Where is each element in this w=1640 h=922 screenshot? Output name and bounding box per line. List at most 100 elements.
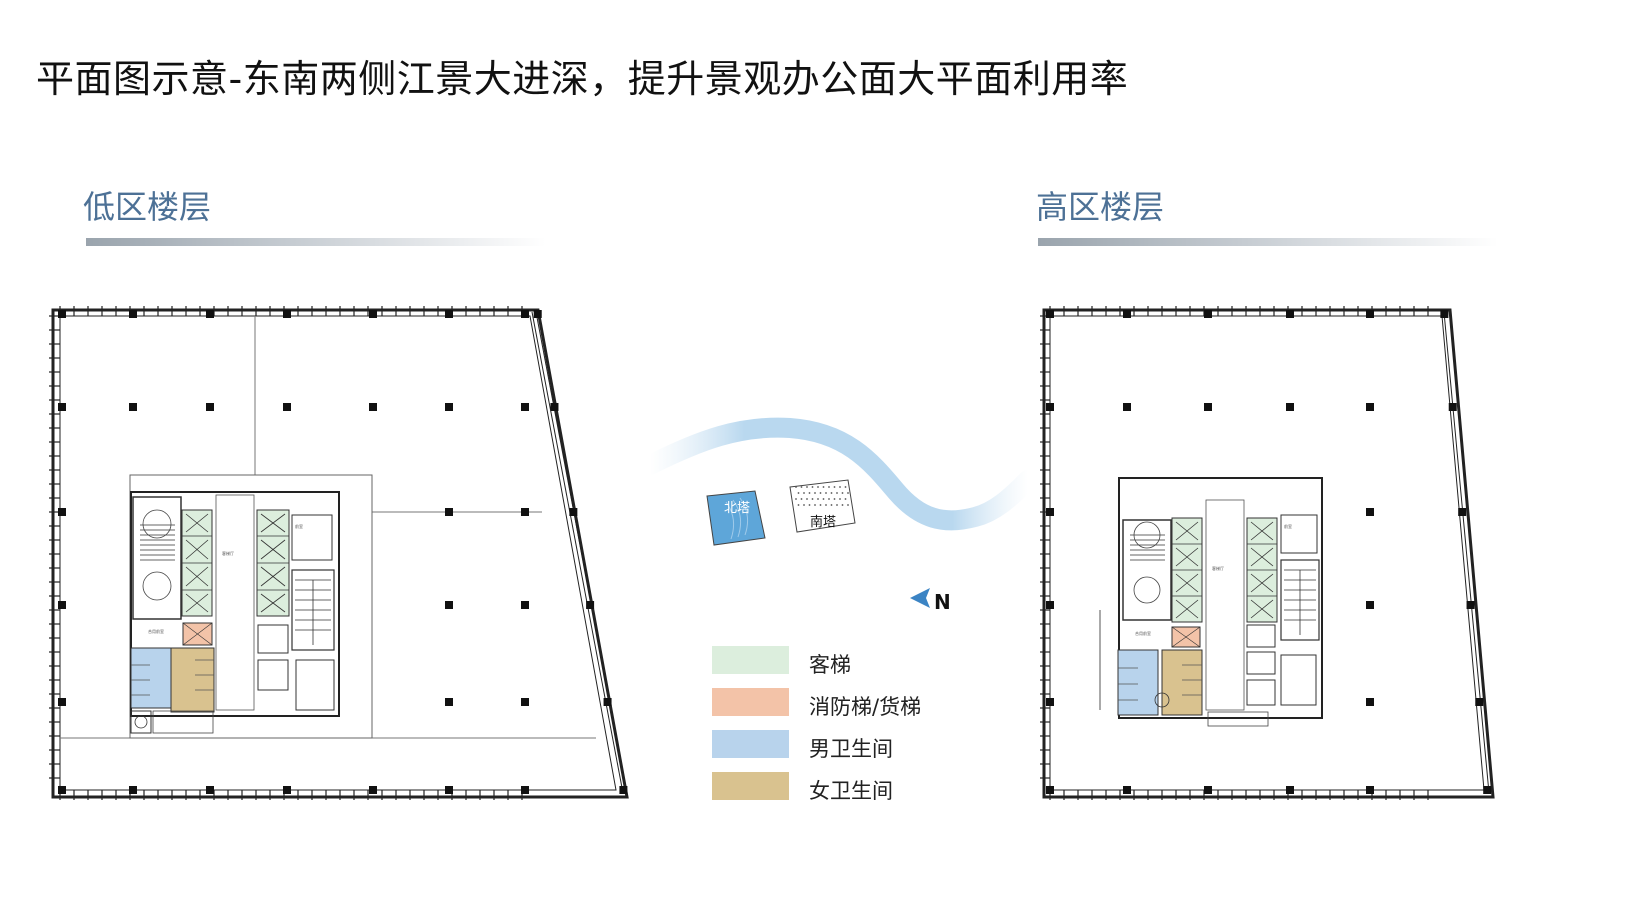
column <box>1366 310 1374 318</box>
legend-label-male-wc: 男卫生间 <box>809 737 893 761</box>
column <box>445 403 453 411</box>
column <box>58 310 66 318</box>
site-map: 北塔 南塔 N <box>640 417 1038 614</box>
high-plan-columns <box>1046 310 1492 794</box>
column <box>1286 403 1294 411</box>
legend-swatch-male-wc <box>712 730 789 758</box>
tower-pattern-dot <box>828 498 830 500</box>
tower-pattern-dot <box>836 492 838 494</box>
tower-pattern-dot <box>808 492 811 494</box>
column <box>58 698 66 706</box>
column <box>283 403 291 411</box>
tower-pattern-dot <box>806 498 808 500</box>
column <box>586 601 595 609</box>
tower-pattern-dot <box>847 504 849 506</box>
legend-label-female-wc: 女卫生间 <box>809 779 893 803</box>
high-core: 客梯厅 前室 合用前室 <box>1099 477 1323 727</box>
high-plan-outline <box>1042 308 1495 799</box>
column <box>1204 310 1212 318</box>
column <box>521 786 529 794</box>
column <box>445 508 453 516</box>
high-lobby-corridor <box>1205 499 1245 711</box>
tower-pattern-dot <box>814 504 816 506</box>
svg-text:客梯厅: 客梯厅 <box>1212 565 1224 571</box>
column <box>445 698 453 706</box>
svg-text:合用前室: 合用前室 <box>148 628 164 634</box>
tower-pattern-dot <box>800 498 803 500</box>
column <box>1204 403 1212 411</box>
column <box>58 601 66 609</box>
tower-pattern-dot <box>803 492 805 494</box>
tower-pattern-dot <box>825 504 827 506</box>
tower-pattern-dot <box>806 486 808 488</box>
column <box>369 310 377 318</box>
column <box>1366 601 1374 609</box>
tower-pattern-dot <box>808 504 811 506</box>
tower-pattern-dot <box>819 492 822 494</box>
tower-pattern-dot <box>841 492 844 494</box>
column <box>1046 310 1054 318</box>
column <box>445 601 453 609</box>
column <box>1366 698 1374 706</box>
river <box>640 417 1038 531</box>
column <box>1046 786 1054 794</box>
column <box>1483 786 1492 794</box>
tower-pattern-dot <box>822 498 825 500</box>
column <box>206 310 214 318</box>
north-arrow-icon <box>910 588 930 608</box>
column <box>1366 508 1374 516</box>
column <box>1458 508 1467 516</box>
column <box>283 786 291 794</box>
low-plan-facade-ticks <box>49 306 523 800</box>
tower-pattern-dot <box>825 492 827 494</box>
page-title: 平面图示意-东南两侧江景大进深，提升景观办公面大平面利用率 <box>36 57 1129 101</box>
tower-pattern-dot <box>844 486 847 488</box>
tower-pattern-dot <box>830 492 833 494</box>
tower-pattern-dot <box>839 486 841 488</box>
column <box>1466 601 1475 609</box>
tower-pattern-dot <box>803 504 805 506</box>
low-female-wc <box>170 647 215 713</box>
legend-swatch-passenger-lift <box>712 646 789 674</box>
north-tower-shape <box>706 490 766 546</box>
tower-pattern-dot <box>800 486 803 488</box>
south-tower-shape <box>789 479 856 533</box>
low-zone-title: 低区楼层 <box>83 188 212 226</box>
column <box>1046 601 1054 609</box>
tower-pattern-dot <box>847 492 849 494</box>
tower-pattern-dot <box>811 486 814 488</box>
high-zone-floor-plan: 客梯厅 前室 合用前室 <box>1040 306 1495 800</box>
column <box>206 786 214 794</box>
column <box>283 310 291 318</box>
column <box>58 786 66 794</box>
column <box>58 508 66 516</box>
column <box>1204 786 1212 794</box>
legend-swatch-fire-lift <box>712 688 789 716</box>
tower-pattern-dot <box>828 486 830 488</box>
column <box>550 403 559 411</box>
column <box>1046 403 1054 411</box>
column <box>521 601 529 609</box>
column <box>369 786 377 794</box>
low-core: 客梯厅 前室 合用前室 <box>129 474 373 739</box>
tower-pattern-dot <box>814 492 816 494</box>
column <box>603 698 612 706</box>
high-female-wc <box>1161 649 1203 716</box>
high-male-wc <box>1117 649 1159 716</box>
svg-text:合用前室: 合用前室 <box>1135 630 1151 636</box>
column <box>129 310 137 318</box>
south-tower-label: 南塔 <box>810 514 836 530</box>
column <box>1046 508 1054 516</box>
column <box>1286 310 1294 318</box>
column <box>1123 403 1131 411</box>
column <box>569 508 578 516</box>
low-zone-floor-plan: 客梯厅 前室 合用前室 <box>49 306 629 800</box>
column <box>1475 698 1484 706</box>
column <box>521 403 529 411</box>
north-arrow-label: N <box>934 590 951 614</box>
column <box>206 403 214 411</box>
tower-pattern-dot <box>797 492 800 494</box>
north-tower-label: 北塔 <box>724 501 750 516</box>
column <box>1046 698 1054 706</box>
